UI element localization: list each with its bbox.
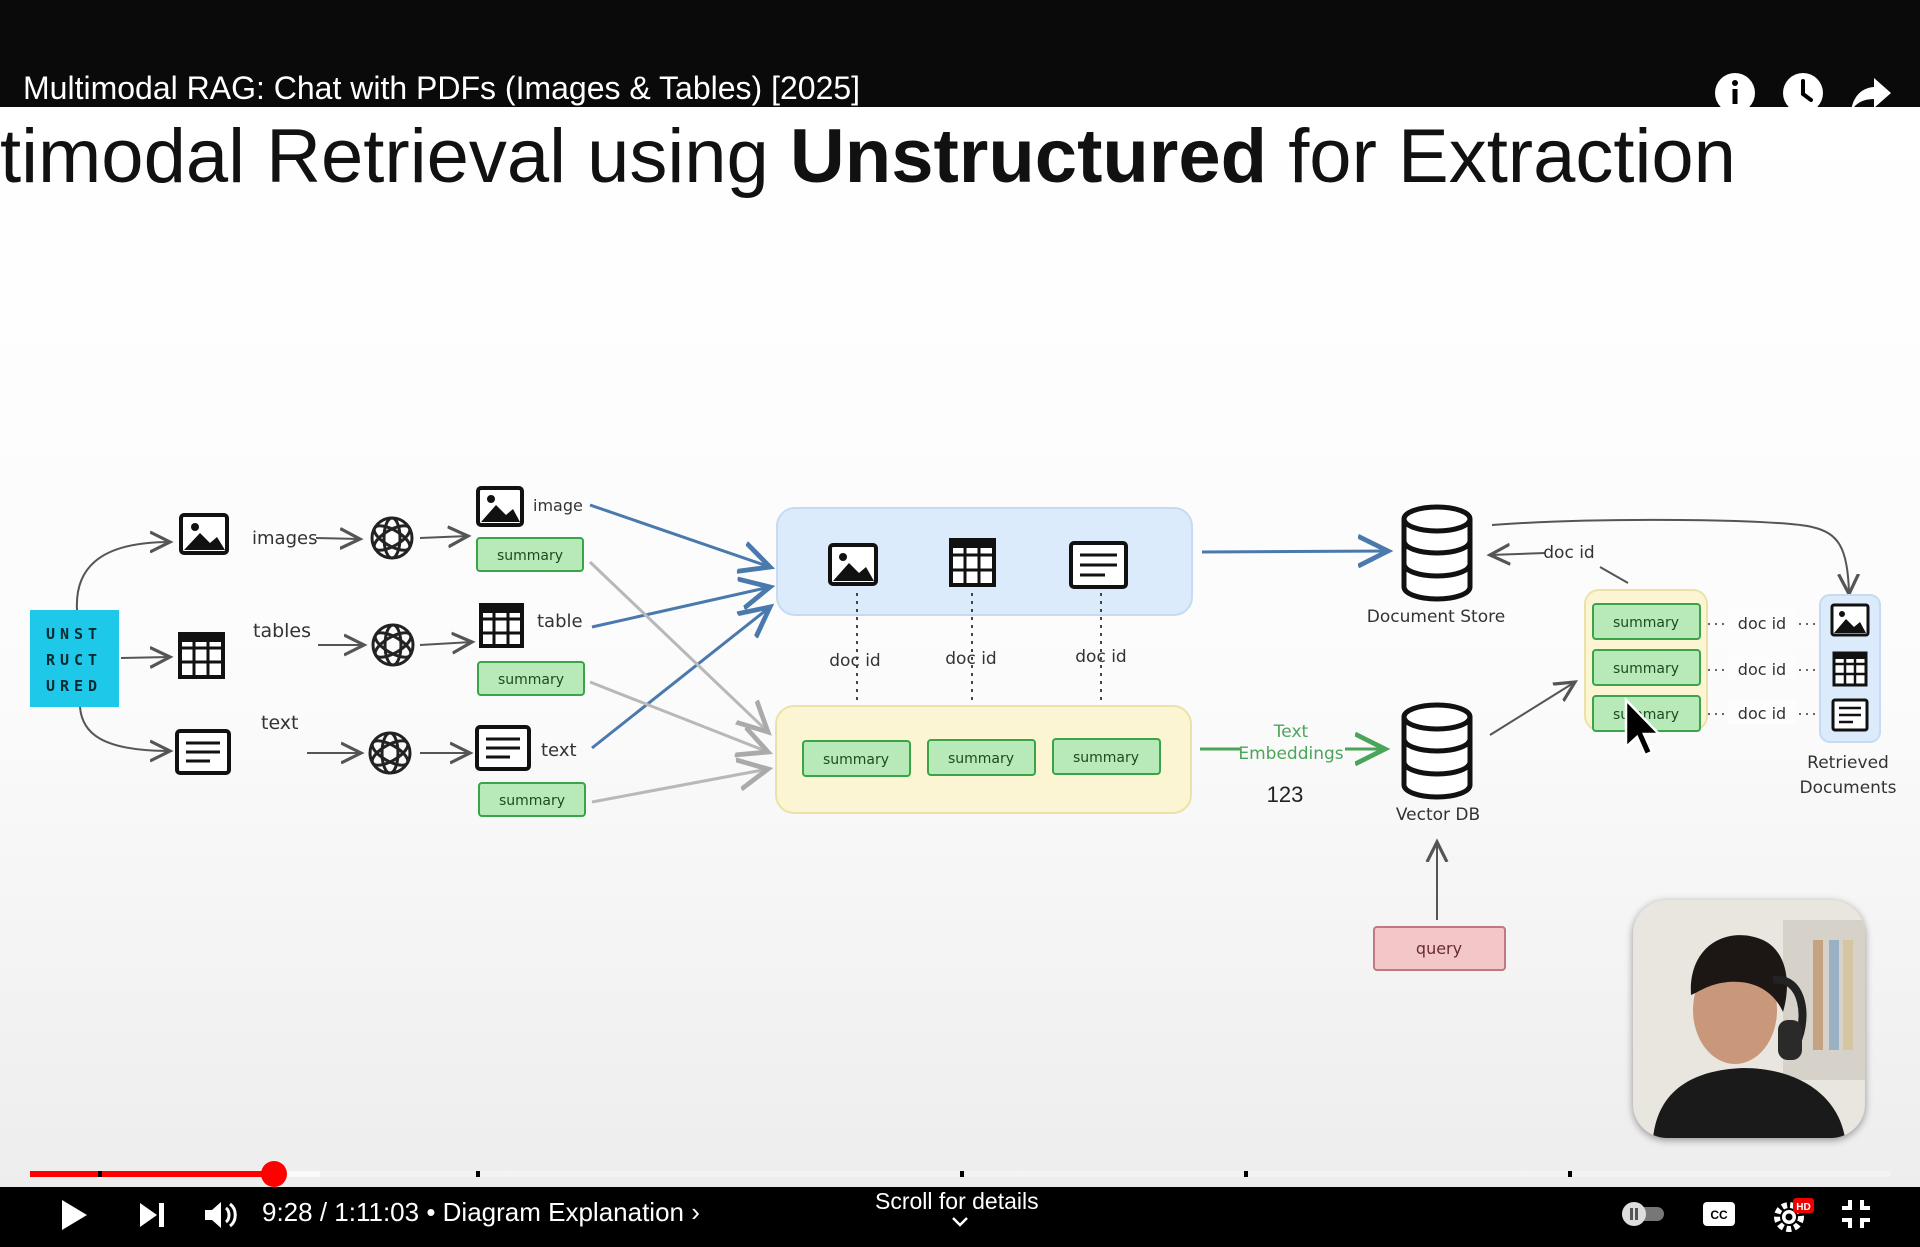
summary-label: summary [499,793,565,809]
rag-diagram: UNST RUCT URED images tables text [30,486,1897,971]
settings-gear-icon[interactable]: HD [1771,1195,1815,1235]
svg-text:CC: CC [1710,1208,1728,1222]
summary-box: summary [477,661,585,696]
summary-box: summary [478,782,586,817]
summary-label: summary [823,752,889,768]
summary-box: summary [476,537,584,572]
openai-logo-icon [370,516,414,560]
logo-line-3: URED [46,677,102,695]
volume-icon[interactable] [203,1199,239,1231]
chapter-marker [1568,1171,1572,1177]
query-label: query [1416,939,1462,958]
chapter-marker [960,1171,964,1177]
label-text-out: text [541,740,577,761]
text-doc-icon [1069,541,1128,589]
label-text: text [261,712,299,734]
label-image: image [533,496,583,515]
slide-title-start: timodal Retrieval using [0,114,790,199]
summary-label: summary [498,672,564,688]
logo-line-1: UNST [46,625,102,643]
table-icon [949,538,996,587]
video-top-bar [0,0,1920,107]
summary-label: summary [1613,615,1679,631]
progress-scrubber[interactable] [260,1161,287,1187]
image-icon [179,513,229,555]
image-icon [1830,603,1870,637]
info-icon[interactable] [1712,70,1758,116]
summary-box: summary [1592,603,1701,640]
doc-id-label: doc id [1738,660,1786,679]
unstructured-logo: UNST RUCT URED [30,610,119,707]
play-icon[interactable] [58,1198,90,1232]
openai-logo-icon [368,731,412,775]
label-table: table [537,611,583,632]
database-icon [1401,504,1473,602]
slide-title-end: for Extraction [1267,114,1736,199]
document-store-label: Document Store [1367,607,1505,627]
summary-label: summary [497,548,563,564]
summary-label: summary [1613,661,1679,677]
summary-box: summary [1052,738,1161,775]
doc-id-label: doc id [945,649,996,669]
summary-label: summary [948,751,1014,767]
chevron-down-icon [951,1217,968,1227]
slide-title: timodal Retrieval using Unstructured for… [0,113,1736,200]
share-icon[interactable] [1848,70,1894,116]
doc-id-label: doc id [1738,704,1786,723]
logo-line-2: RUCT [46,651,102,669]
chapter-marker [1244,1171,1248,1177]
image-icon [828,543,878,586]
next-video-icon[interactable] [138,1200,166,1230]
captions-icon[interactable]: CC [1702,1201,1736,1227]
summary-label: summary [1073,750,1139,766]
hd-badge: HD [1796,1202,1810,1213]
mouse-cursor-icon [1624,696,1662,757]
autoplay-toggle[interactable] [1620,1201,1666,1227]
doc-id-label: doc id [1075,647,1126,667]
watch-later-icon[interactable] [1780,70,1826,116]
text-doc-icon [1831,698,1869,732]
summary-box: summary [927,739,1036,776]
table-icon [178,632,225,679]
chapter-marker [476,1171,480,1177]
vector-db-label: Vector DB [1396,805,1480,825]
summary-box: summary [802,740,911,777]
doc-id-label: doc id [1543,543,1594,563]
player-controls [0,1187,1920,1247]
presenter-camera [1633,900,1865,1138]
text-doc-icon [475,725,531,771]
video-frame[interactable]: timodal Retrieval using Unstructured for… [0,107,1920,1187]
table-icon [479,603,524,648]
video-title[interactable]: Multimodal RAG: Chat with PDFs (Images &… [23,70,861,106]
scroll-hint-label: Scroll for details [875,1188,1039,1214]
label-tables: tables [253,620,311,642]
time-display[interactable]: 9:28 / 1:11:03 • Diagram Explanation › [262,1197,700,1227]
label-images: images [252,528,317,549]
exit-fullscreen-icon[interactable] [1840,1198,1872,1230]
text-doc-icon [175,729,231,775]
progress-played [30,1171,274,1177]
database-icon [1401,702,1473,800]
embedding-value: 123 [1267,782,1304,807]
scroll-for-details[interactable]: Scroll for details [875,1188,1039,1229]
slide-title-bold: Unstructured [789,114,1268,199]
doc-id-label: doc id [829,651,880,671]
summary-box: summary [1592,649,1701,686]
doc-id-label: doc id [1738,614,1786,633]
image-icon [476,486,524,527]
openai-logo-icon [371,623,415,667]
chapter-marker [98,1171,102,1177]
table-icon [1832,651,1868,687]
query-box: query [1373,926,1506,971]
